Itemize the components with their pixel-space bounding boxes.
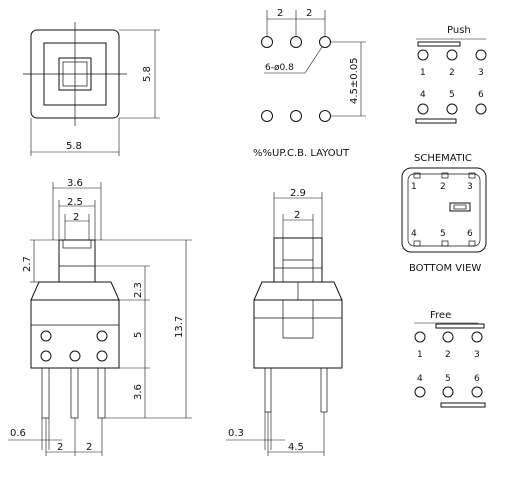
pcb-hole xyxy=(290,110,302,122)
front-dim-2: 2 xyxy=(73,212,79,223)
push-title: Push xyxy=(447,25,471,36)
push-contact-bar-bottom xyxy=(415,118,457,124)
side-view: 2.9 2 0.3 4.5 xyxy=(226,188,343,456)
push-pin-label: 1 xyxy=(420,68,426,78)
front-dim-2-5: 2.5 xyxy=(67,197,83,208)
free-pin-label: 2 xyxy=(445,350,451,360)
front-dim-13-7: 13.7 xyxy=(174,316,185,338)
side-dim-4-5: 4.5 xyxy=(288,442,304,453)
free-pin xyxy=(471,386,483,398)
schematic-pin-label: 3 xyxy=(467,182,473,192)
schematic-pin-label: 5 xyxy=(440,229,446,239)
pcb-hole xyxy=(261,110,273,122)
front-view: 3.6 2.5 2 2.7 2.3 5 3.6 13.7 0.6 xyxy=(8,178,192,456)
pcb-row-spacing: 4.5±0.05 xyxy=(349,57,360,104)
front-dim-5: 5 xyxy=(133,332,144,338)
push-pin-label: 5 xyxy=(449,90,455,100)
front-dim-2-7: 2.7 xyxy=(22,256,33,272)
free-pin-label: 3 xyxy=(474,350,480,360)
side-dim-2: 2 xyxy=(294,210,300,221)
pcb-pitch-b: 2 xyxy=(306,8,312,19)
side-dim-0-3: 0.3 xyxy=(228,428,244,439)
pcb-pitch-a: 2 xyxy=(277,8,283,19)
push-pin xyxy=(475,49,487,61)
free-pin-label: 5 xyxy=(445,374,451,384)
free-pin-label: 1 xyxy=(417,350,423,360)
schematic-pin-label: 6 xyxy=(467,229,473,239)
free-state: Free 1 2 3 4 5 6 xyxy=(414,310,486,408)
front-pitch-b: 2 xyxy=(86,442,92,453)
free-pin-label: 4 xyxy=(417,374,423,384)
pcb-hole xyxy=(319,110,331,122)
push-pin-label: 4 xyxy=(420,90,426,100)
push-pin xyxy=(446,103,458,115)
free-pin-label: 6 xyxy=(474,374,480,384)
push-pin xyxy=(446,49,458,61)
front-dim-2-3: 2.3 xyxy=(133,282,144,298)
free-pin xyxy=(471,331,483,343)
schematic-pin-label: 2 xyxy=(440,182,446,192)
front-dim-3-6: 3.6 xyxy=(67,178,83,189)
schematic-pin-label: 4 xyxy=(411,229,417,239)
pcb-hole xyxy=(290,36,302,48)
push-pin-label: 3 xyxy=(478,68,484,78)
free-pin xyxy=(414,386,426,398)
schematic-pin-label: 1 xyxy=(411,182,417,192)
pcb-caption: %%UP.C.B. LAYOUT xyxy=(253,148,350,159)
schematic-title: SCHEMATIC xyxy=(414,153,472,164)
top-view: 5.8 5.8 xyxy=(23,22,160,156)
free-pin xyxy=(442,331,454,343)
push-contact-bar-top xyxy=(417,41,461,47)
front-pitch-a: 2 xyxy=(57,442,63,453)
front-dim-0-6: 0.6 xyxy=(10,428,26,439)
pcb-hole-spec: 6-ø0.8 xyxy=(265,63,294,73)
top-width-label: 5.8 xyxy=(66,141,82,152)
push-pin xyxy=(417,49,429,61)
schematic: SCHEMATIC 1 2 3 4 5 6 BOTTOM VIEW xyxy=(401,153,487,274)
top-height-label: 5.8 xyxy=(142,66,153,82)
free-pin xyxy=(414,331,426,343)
push-pin-label: 6 xyxy=(478,90,484,100)
push-pin-label: 2 xyxy=(449,68,455,78)
schematic-caption: BOTTOM VIEW xyxy=(409,263,481,274)
front-dim-3-6-pin: 3.6 xyxy=(133,384,144,400)
push-pin xyxy=(417,103,429,115)
free-title: Free xyxy=(430,310,451,321)
free-pin xyxy=(442,386,454,398)
free-contact-bar-bottom xyxy=(440,402,486,408)
pcb-layout: 2 2 6-ø0.8 4.5±0.05 %%UP.C.B. LAYOUT xyxy=(253,8,366,159)
push-pin xyxy=(475,103,487,115)
push-state: Push 1 2 3 4 5 6 xyxy=(415,25,487,124)
free-contact-bar-top xyxy=(435,323,485,329)
side-dim-2-9: 2.9 xyxy=(290,188,306,199)
pcb-hole xyxy=(319,36,331,48)
pcb-hole xyxy=(261,36,273,48)
